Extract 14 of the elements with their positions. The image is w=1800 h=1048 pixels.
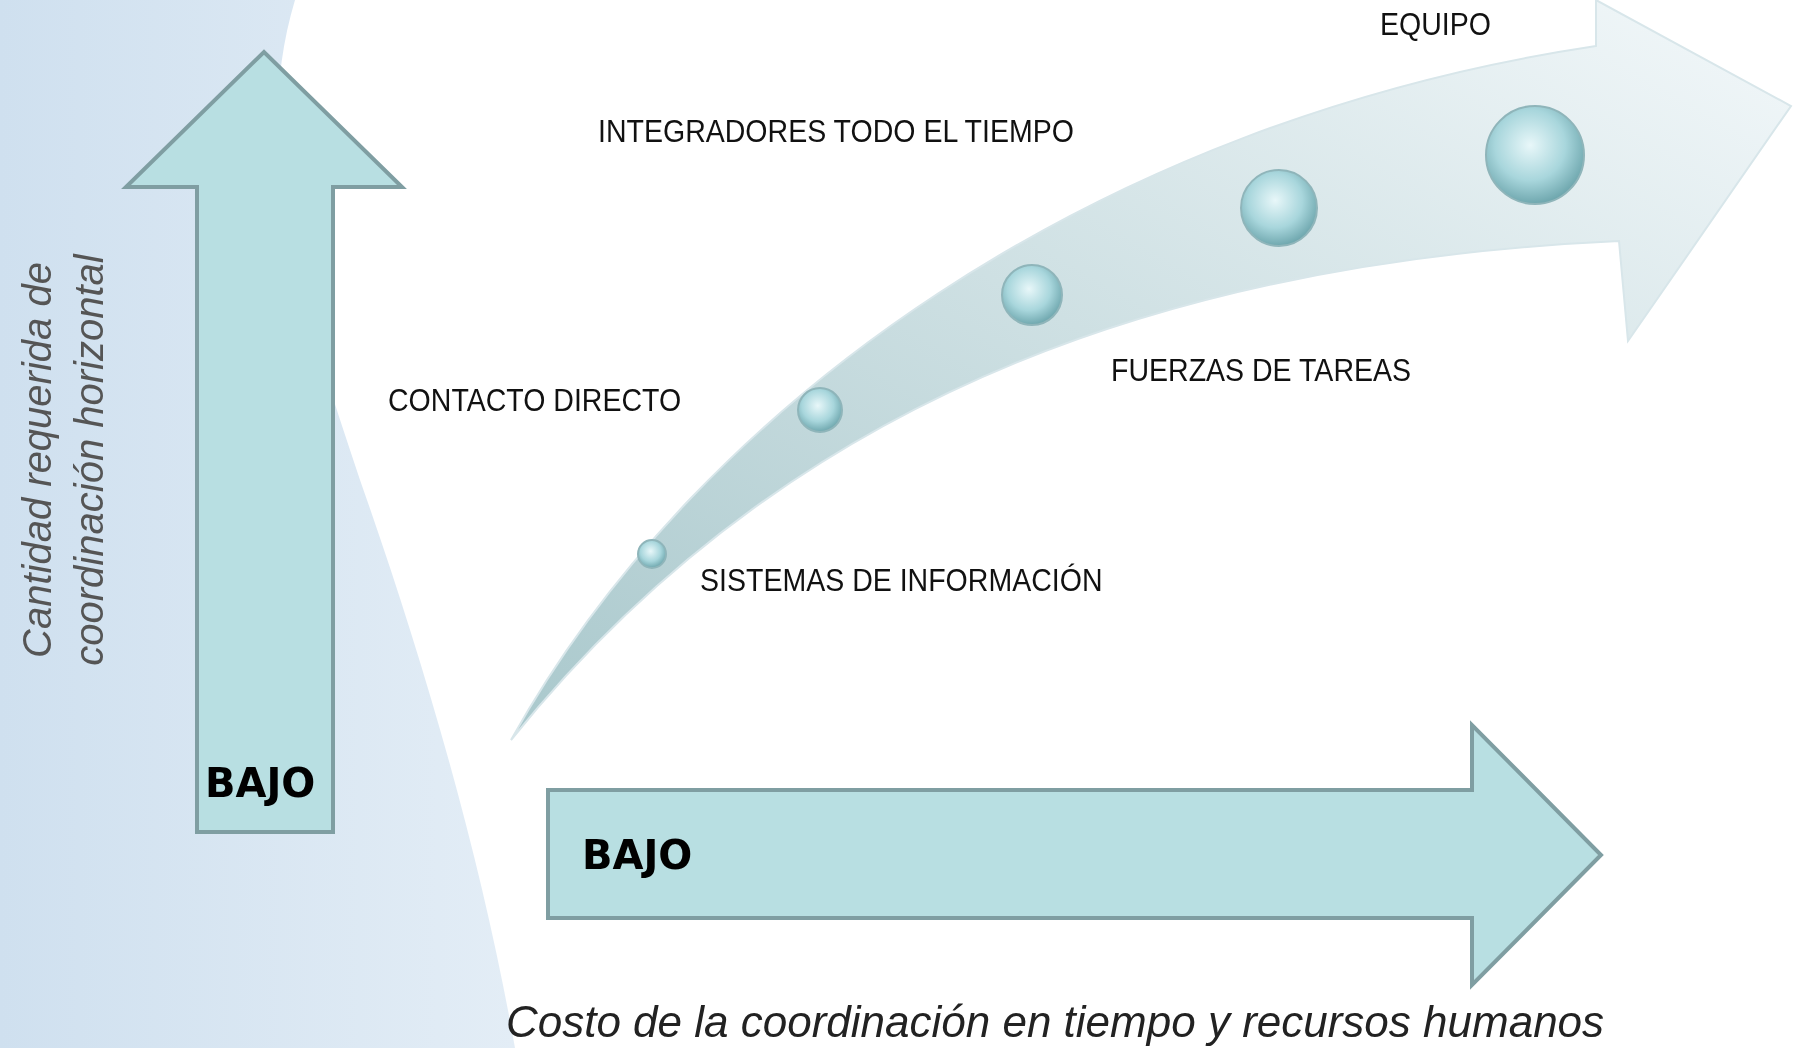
stage-label: CONTACTO DIRECTO bbox=[388, 383, 682, 419]
stage-label: INTEGRADORES TODO EL TIEMPO bbox=[598, 114, 1074, 150]
arrow-label: BAJO bbox=[205, 760, 316, 806]
axis-title: Costo de la coordinación en tiempo y recursos humanos bbox=[504, 997, 1606, 1047]
stage-bead bbox=[797, 387, 843, 433]
stage-bead bbox=[1001, 264, 1063, 326]
arrow-label: BAJO bbox=[582, 832, 693, 878]
stage-bead bbox=[637, 539, 667, 569]
stage-bead bbox=[1485, 105, 1585, 205]
stage-label: EQUIPO bbox=[1380, 7, 1491, 43]
stage-label: FUERZAS DE TAREAS bbox=[1111, 353, 1412, 389]
stage-label: SISTEMAS DE INFORMACIÓN bbox=[700, 563, 1103, 599]
stage-bead bbox=[1240, 169, 1318, 247]
axis-title: Cantidad requerida de coordinación horizontal bbox=[14, 252, 112, 668]
